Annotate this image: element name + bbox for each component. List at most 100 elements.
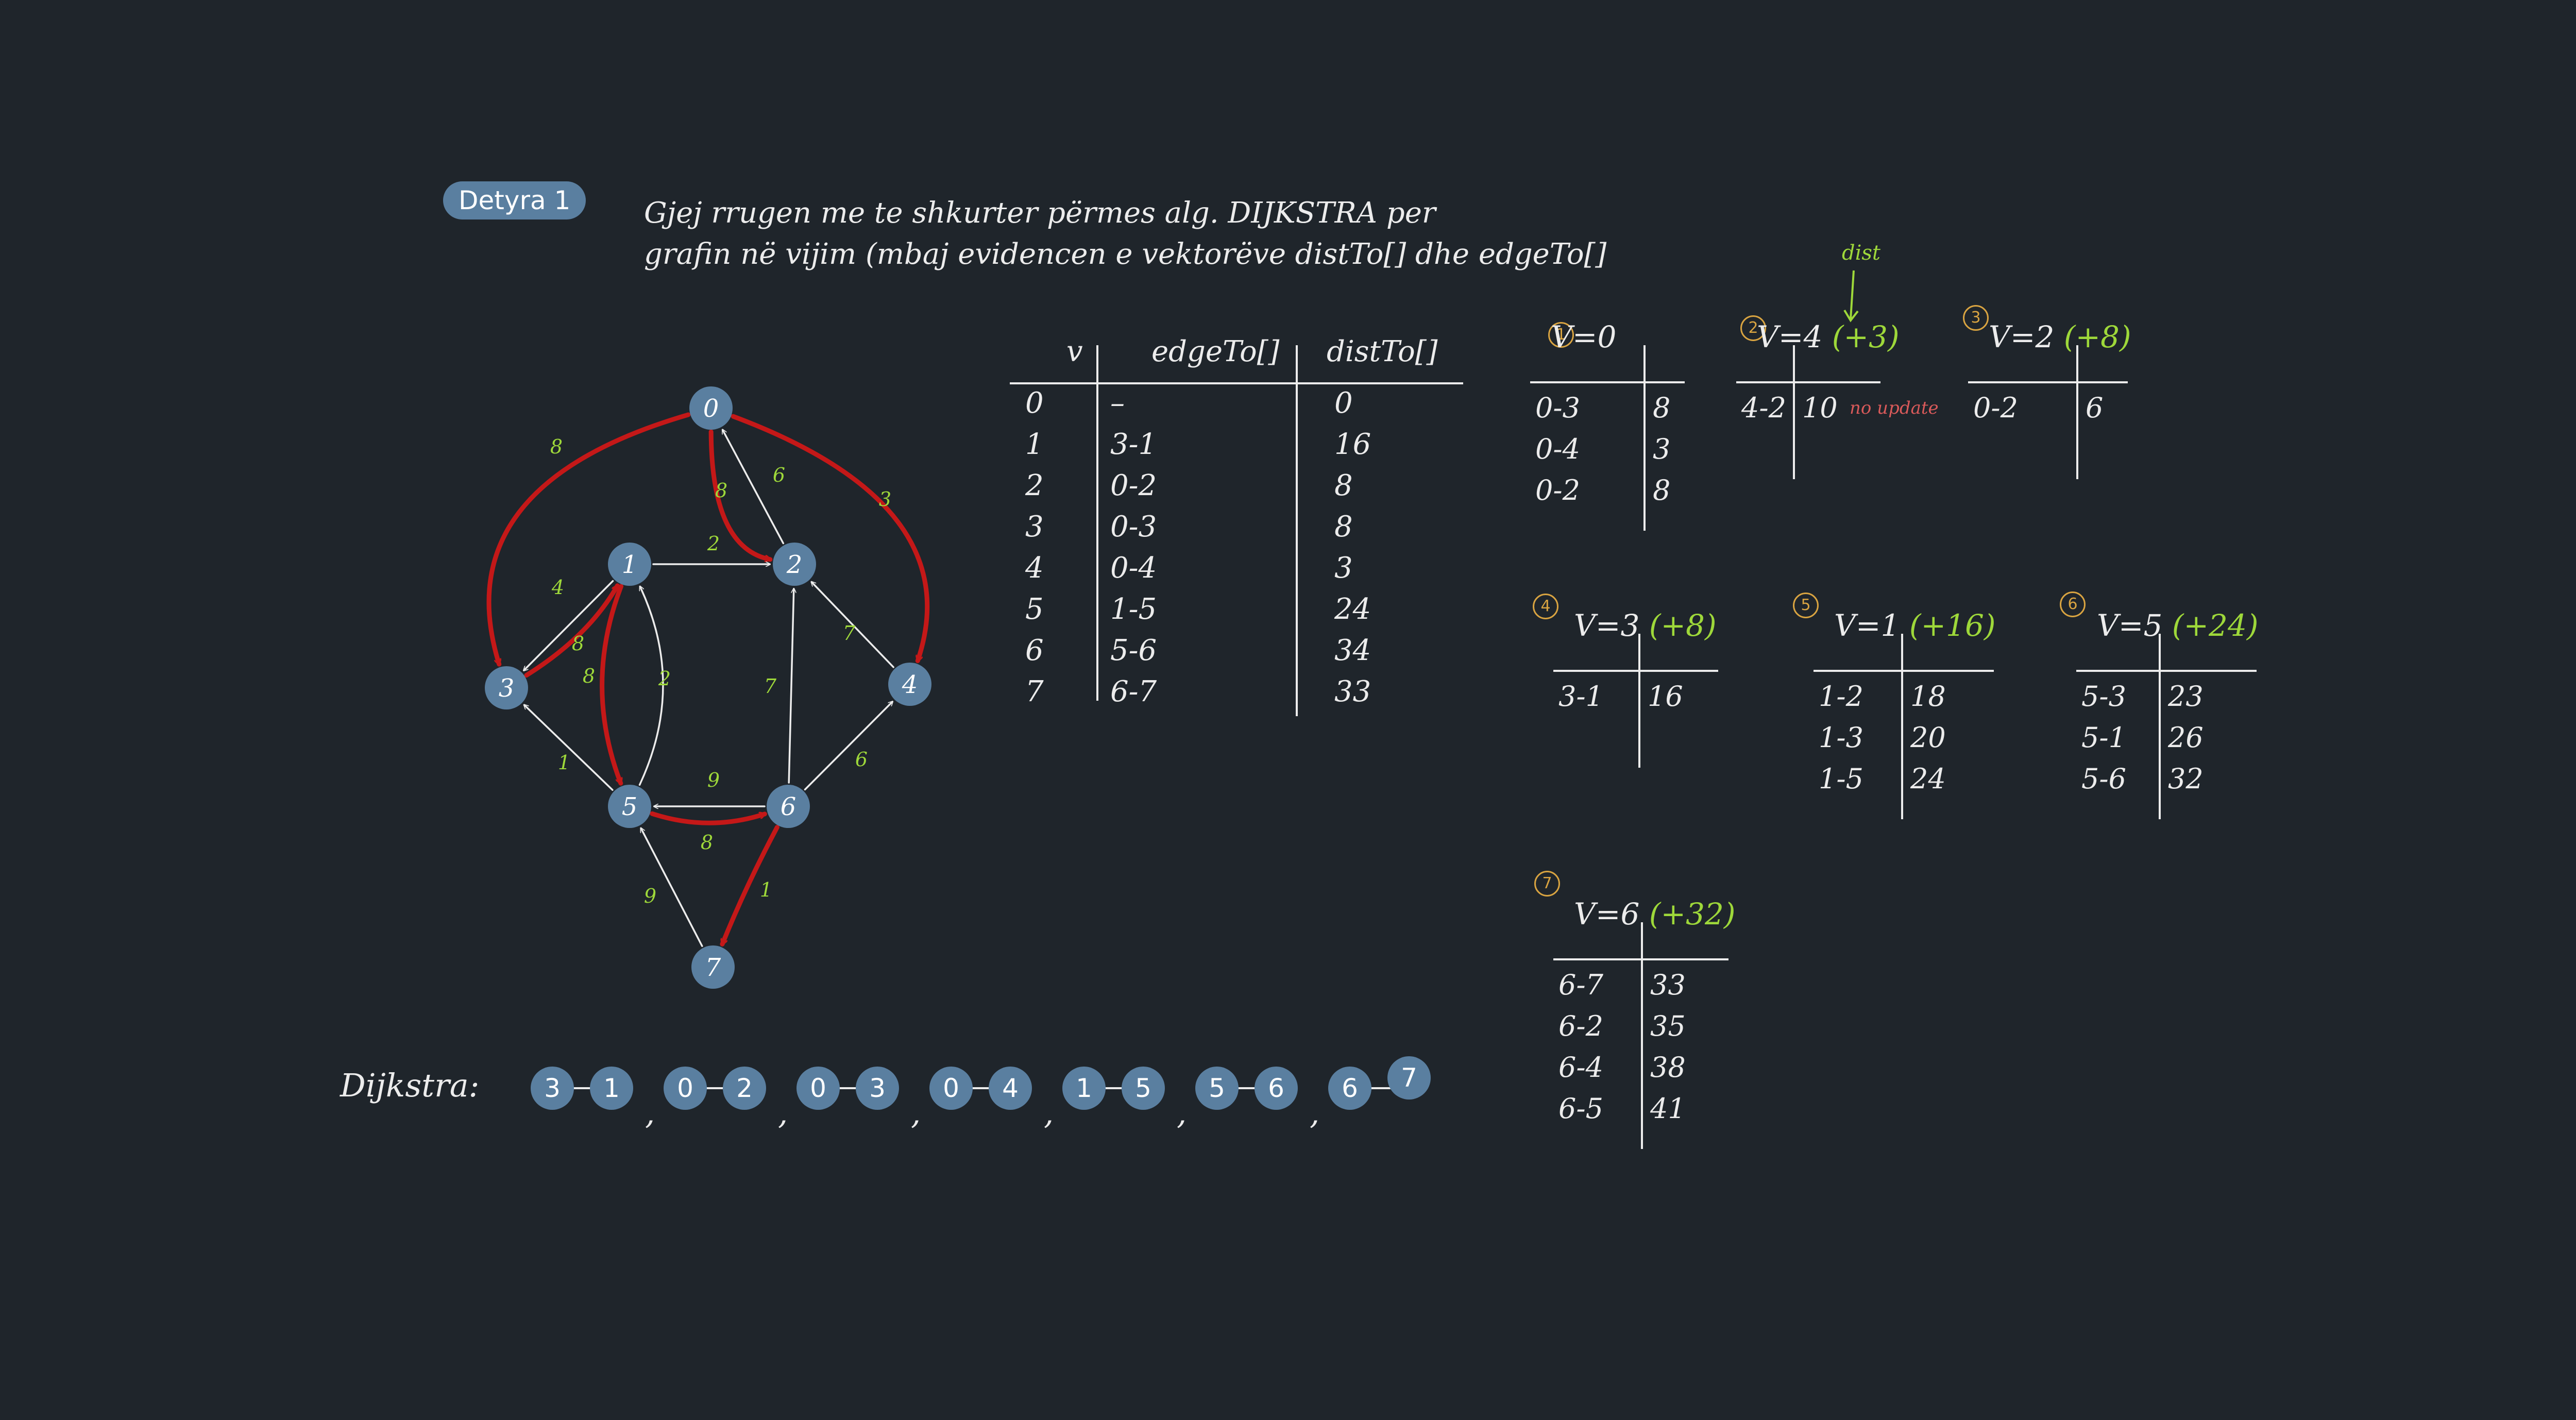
graph-node-5: 5 bbox=[608, 785, 651, 828]
graph-node-label-6: 6 bbox=[781, 792, 796, 821]
step-title-1: V=0 bbox=[1551, 319, 1617, 354]
table-cell-dist: 33 bbox=[1334, 675, 1371, 708]
table-header-edgeto: edgeTo[] bbox=[1151, 335, 1280, 368]
edge-0-4 bbox=[731, 414, 930, 661]
edge-weight-2-0: 6 bbox=[773, 464, 785, 486]
step-title-7: V=6 (+32) bbox=[1574, 897, 1736, 932]
step-extra-5: (+16) bbox=[1909, 608, 1996, 643]
step-dist: 16 bbox=[1648, 680, 1683, 713]
dijkstra-label: Dijkstra: bbox=[340, 1067, 480, 1104]
edge-1-3 bbox=[524, 580, 614, 670]
table-cell-dist: 3 bbox=[1334, 551, 1353, 585]
edge-2-0 bbox=[723, 430, 785, 545]
step-extra-2: (+3) bbox=[1832, 319, 1900, 354]
dist-arrow-icon bbox=[1843, 270, 1859, 323]
table-cell-dist: 8 bbox=[1334, 510, 1353, 544]
step-edge: 0-4 bbox=[1535, 433, 1580, 465]
dijkstra-node: 3 bbox=[531, 1067, 574, 1110]
table-cell-edge: 0-4 bbox=[1110, 551, 1157, 585]
edge-weight-6-7: 1 bbox=[760, 878, 772, 901]
dijkstra-node: 6 bbox=[1255, 1067, 1298, 1110]
step-dist: 8 bbox=[1653, 392, 1671, 424]
step-title-5: V=1 (+16) bbox=[1834, 608, 1996, 643]
edge-weight-5-3: 1 bbox=[558, 751, 570, 774]
table-cell-edge: 1-5 bbox=[1110, 593, 1157, 626]
step-edge: 6-2 bbox=[1558, 1010, 1603, 1042]
dijkstra-node: 4 bbox=[989, 1067, 1032, 1110]
step-dist: 8 bbox=[1653, 474, 1671, 506]
edge-7-5 bbox=[640, 829, 703, 947]
edge-weight-4-2: 7 bbox=[843, 622, 856, 645]
step-edge: 6-5 bbox=[1558, 1092, 1603, 1125]
step-edge: 1-5 bbox=[1819, 763, 1863, 795]
step-dist: 35 bbox=[1650, 1010, 1686, 1042]
dijkstra-node: 0 bbox=[664, 1067, 707, 1110]
no-update-note: no update bbox=[1850, 398, 1939, 418]
table-cell-edge: – bbox=[1110, 386, 1125, 420]
graph-node-7: 7 bbox=[691, 945, 735, 989]
step-edge: 0-2 bbox=[1973, 392, 2018, 424]
edge-weight-0-4: 3 bbox=[879, 488, 891, 511]
table-cell-edge: 5-6 bbox=[1110, 634, 1157, 667]
step-extra-7: (+32) bbox=[1649, 897, 1736, 932]
step-dist: 23 bbox=[2168, 680, 2204, 713]
step-number-6: 6 bbox=[2060, 591, 2086, 617]
graph-node-label-0: 0 bbox=[703, 394, 719, 423]
edge-weight-5-1: 2 bbox=[658, 667, 671, 690]
table-cell-v: 4 bbox=[1025, 551, 1044, 585]
graph-node-label-4: 4 bbox=[902, 670, 918, 699]
step-number-5: 5 bbox=[1793, 593, 1819, 618]
step-edge: 6-7 bbox=[1558, 969, 1603, 1001]
edge-1-5 bbox=[600, 584, 624, 783]
dijkstra-node: 0 bbox=[796, 1067, 840, 1110]
dijkstra-node: 3 bbox=[856, 1067, 899, 1110]
edge-6-7 bbox=[720, 825, 779, 944]
table-cell-v: 6 bbox=[1025, 634, 1044, 667]
edge-5-1 bbox=[638, 586, 664, 786]
step-dist: 33 bbox=[1650, 969, 1686, 1001]
edge-5-3 bbox=[524, 705, 614, 791]
dijkstra-node: 5 bbox=[1195, 1067, 1239, 1110]
graph-node-6: 6 bbox=[767, 785, 810, 828]
dijkstra-node: 7 bbox=[1387, 1056, 1431, 1100]
edge-0-2 bbox=[708, 429, 770, 560]
edge-weight-6-2: 7 bbox=[764, 675, 777, 698]
edge-6-4 bbox=[804, 702, 892, 791]
table-cell-edge: 0-3 bbox=[1110, 510, 1157, 544]
step-extra-4: (+8) bbox=[1649, 608, 1717, 643]
step-dist: 38 bbox=[1650, 1051, 1686, 1084]
dijkstra-separator: , bbox=[911, 1095, 921, 1131]
step-extra-3: (+8) bbox=[2063, 319, 2131, 354]
table-cell-edge: 6-7 bbox=[1110, 675, 1157, 708]
step-number-4: 4 bbox=[1533, 594, 1558, 619]
table-cell-v: 5 bbox=[1025, 593, 1044, 626]
graph-node-3: 3 bbox=[485, 666, 528, 709]
table-cell-v: 3 bbox=[1025, 510, 1044, 544]
table-header-v: v bbox=[1066, 335, 1083, 368]
edge-weight-7-5: 9 bbox=[644, 885, 656, 907]
edge-weight-6-4: 6 bbox=[855, 748, 868, 771]
graph-node-0: 0 bbox=[689, 386, 733, 430]
edge-weight-6-5: 9 bbox=[707, 769, 720, 791]
dijkstra-separator: , bbox=[778, 1095, 788, 1131]
step-dist: 18 bbox=[1910, 680, 1946, 713]
dijkstra-node: 1 bbox=[1062, 1067, 1106, 1110]
graph-node-4: 4 bbox=[888, 663, 931, 706]
step-edge: 0-2 bbox=[1535, 474, 1580, 506]
step-dist: 20 bbox=[1910, 721, 1946, 754]
step-edge: 4-2 bbox=[1741, 392, 1786, 424]
graph-node-label-1: 1 bbox=[622, 550, 638, 579]
table-cell-dist: 34 bbox=[1334, 634, 1371, 667]
edge-weight-1-3: 4 bbox=[551, 576, 564, 599]
dijkstra-node: 0 bbox=[929, 1067, 973, 1110]
dijkstra-separator: , bbox=[1310, 1095, 1320, 1131]
graph-node-2: 2 bbox=[773, 543, 816, 586]
